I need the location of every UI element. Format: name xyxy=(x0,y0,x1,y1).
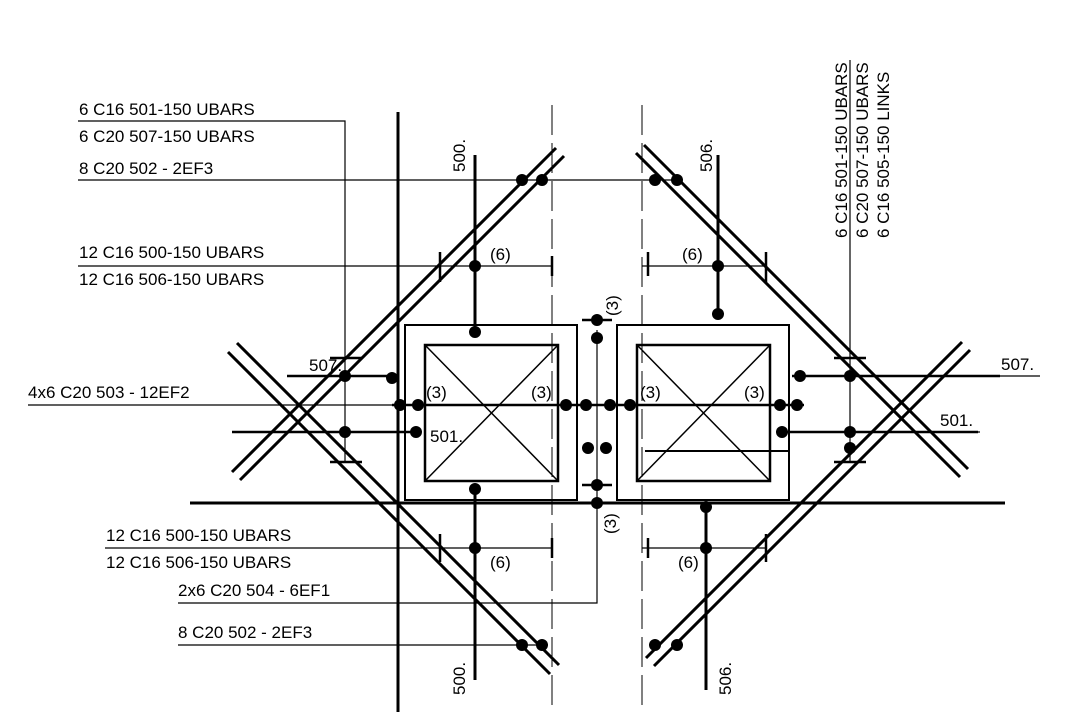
bar-marks: 500. 506. 500. 506. 507. 507. 501. 501. … xyxy=(309,139,1034,695)
label-vert-right-1: 6 C16 501-150 UBARS xyxy=(832,62,851,238)
label-top-left-1: 6 C16 501-150 UBARS xyxy=(79,100,255,119)
centerlines xyxy=(551,105,643,705)
mark-six-tl: (6) xyxy=(490,245,511,264)
mark-three-1: (3) xyxy=(426,383,447,402)
mark-six-tr: (6) xyxy=(682,245,703,264)
label-bot-left-2: 12 C16 506-150 UBARS xyxy=(106,553,291,572)
mark-501-left: 501. xyxy=(430,427,463,446)
main-bars xyxy=(190,112,1005,712)
label-vert-right-3: 6 C16 505-150 LINKS xyxy=(874,72,893,238)
callout-labels: 6 C16 501-150 UBARS 6 C20 507-150 UBARS … xyxy=(28,62,893,642)
mark-500-bot: 500. xyxy=(450,662,469,695)
label-vert-right-2: 6 C20 507-150 UBARS xyxy=(853,62,872,238)
mark-three-3: (3) xyxy=(640,383,661,402)
mark-six-br: (6) xyxy=(678,553,699,572)
mark-three-bot: (3) xyxy=(601,513,620,534)
mark-506-top: 506. xyxy=(697,139,716,172)
mark-506-bot: 506. xyxy=(716,662,735,695)
label-top-left-3: 8 C20 502 - 2EF3 xyxy=(79,159,213,178)
mark-six-bl: (6) xyxy=(490,553,511,572)
label-mid-left-2: 12 C16 506-150 UBARS xyxy=(79,270,264,289)
left-column xyxy=(404,324,578,501)
label-bot-left-3: 2x6 C20 504 - 6EF1 xyxy=(178,581,330,600)
label-top-left-2: 6 C20 507-150 UBARS xyxy=(79,127,255,146)
mark-501-right: 501. xyxy=(940,411,973,430)
right-column xyxy=(616,324,790,501)
mark-507-left: 507. xyxy=(309,356,342,375)
mark-three-top: (3) xyxy=(603,295,622,316)
mark-507-right: 507. xyxy=(1001,355,1034,374)
label-bot-left-4: 8 C20 502 - 2EF3 xyxy=(178,623,312,642)
rebar-dots xyxy=(339,174,856,651)
mark-500-top: 500. xyxy=(450,139,469,172)
leader-lines xyxy=(28,60,1040,646)
label-mid-left-1: 12 C16 500-150 UBARS xyxy=(79,243,264,262)
mark-three-4: (3) xyxy=(744,383,765,402)
mark-three-2: (3) xyxy=(531,383,552,402)
label-bot-left-1: 12 C16 500-150 UBARS xyxy=(106,526,291,545)
label-left-main: 4x6 C20 503 - 12EF2 xyxy=(28,383,190,402)
